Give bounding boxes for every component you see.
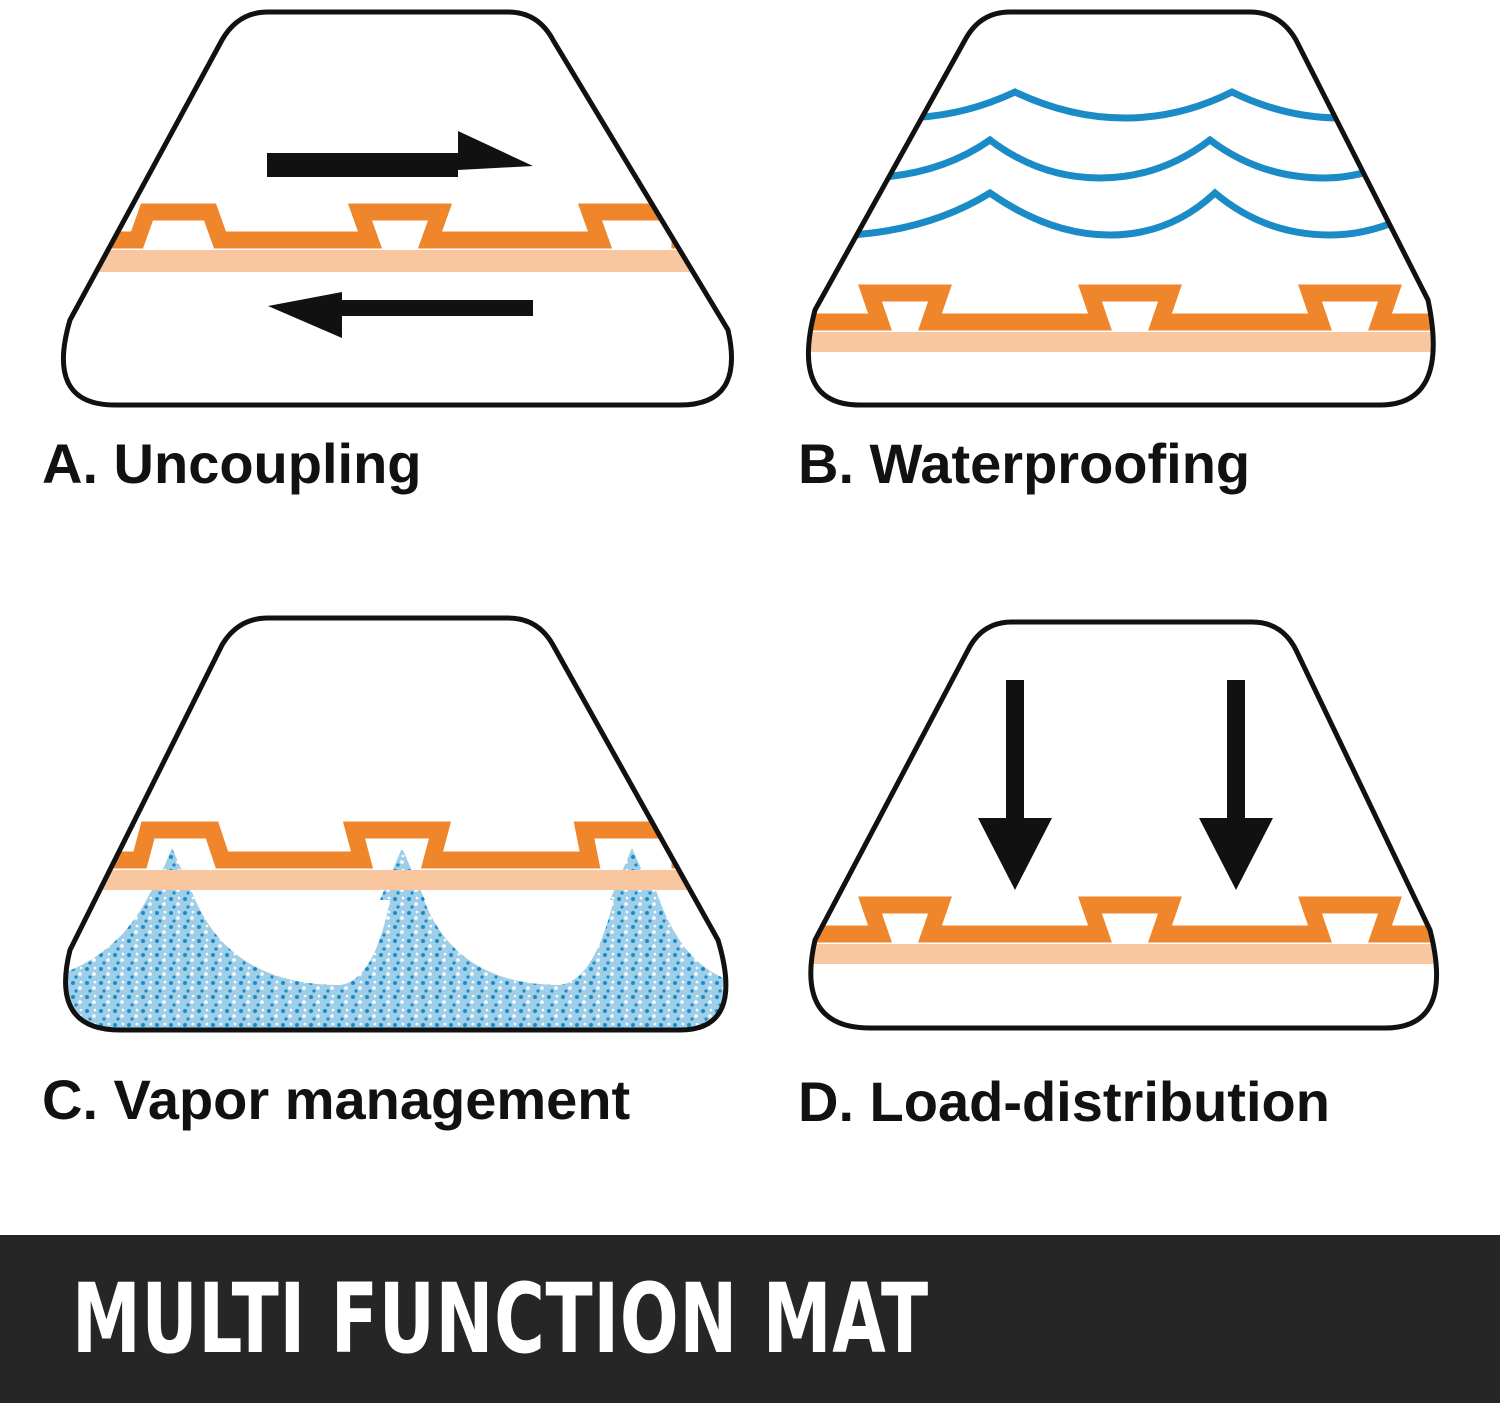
opposing-arrows-icon [267,131,533,338]
panel-uncoupling: A. Uncoupling [0,0,760,492]
vapor-management-diagram [63,615,729,1033]
down-arrows-icon [978,680,1273,890]
water-waves-icon [849,88,1412,239]
panel-label: D. Load-distribution [798,1070,1330,1133]
panel-label: C. Vapor management [42,1068,631,1131]
panel-label: B. Waterproofing [798,432,1251,495]
mat-underlayer [65,870,726,890]
panel-label: A. Uncoupling [42,432,422,495]
panel-outline [808,619,1439,1031]
mat-underlayer [810,944,1437,964]
mat-underlayer [63,250,732,272]
title-banner: MULTI FUNCTION MAT [0,1235,1500,1403]
banner-title: MULTI FUNCTION MAT [72,1263,929,1375]
uncoupling-diagram [60,9,734,408]
waterproofing-diagram [806,9,1436,408]
load-distribution-diagram [808,619,1439,1031]
mat-underlayer [808,332,1434,352]
mat-profile [808,284,1434,331]
panel-outline [60,9,734,408]
panel-outline [806,9,1436,408]
panel-outline [63,615,729,1033]
mat-profile [810,896,1437,943]
